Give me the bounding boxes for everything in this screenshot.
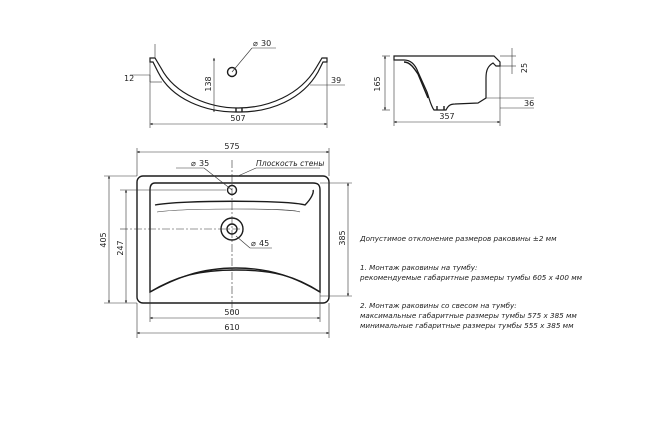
- dim-12: 12: [124, 74, 134, 83]
- front-section-view: 507 138 ⌀ 30 12 39: [124, 39, 345, 128]
- dim-35: 35: [199, 159, 209, 168]
- dim-610: 610: [224, 323, 239, 332]
- note-1-line1: рекомендуемые габаритные размеры тумбы 6…: [359, 273, 583, 282]
- note-2-line1: максимальные габаритные размеры тумбы 57…: [360, 311, 577, 320]
- dim-35-symbol: ⌀: [191, 159, 196, 168]
- plan-view: 575 ⌀ 35 Плоскость стены ⌀ 45 405 247 38…: [99, 142, 352, 338]
- dim-405: 405: [99, 232, 108, 247]
- plan-outer-rim: [136, 175, 330, 304]
- dim-45-symbol: ⌀: [251, 239, 256, 248]
- dim-500: 500: [224, 308, 239, 317]
- dim-165: 165: [373, 76, 382, 91]
- side-basin-outline: [393, 55, 501, 111]
- note-2-line2: минимальные габаритные размеры тумбы 555…: [360, 321, 574, 330]
- dim-357: 357: [439, 112, 454, 121]
- note-tolerance: Допустимое отклонение размеров раковины …: [359, 234, 557, 243]
- dim-25: 25: [520, 63, 529, 73]
- dim-507: 507: [230, 114, 245, 123]
- dim-138: 138: [204, 76, 213, 91]
- faucet-hole-front: [226, 66, 238, 78]
- note-1-title: 1. Монтаж раковины на тумбу:: [360, 263, 477, 272]
- front-basin-outline: [149, 57, 328, 113]
- notes-block: Допустимое отклонение размеров раковины …: [359, 234, 583, 330]
- front-drain: [235, 108, 243, 112]
- dim-30-symbol: ⌀: [253, 39, 258, 48]
- side-section-view: 165 25 36 357: [373, 48, 534, 126]
- note-2-title: 2. Монтаж раковины со свесом на тумбу:: [360, 301, 517, 310]
- plan-inner-basin: [149, 182, 321, 294]
- dim-575: 575: [224, 142, 239, 151]
- dim-36: 36: [524, 99, 534, 108]
- dim-30: 30: [261, 39, 271, 48]
- wall-plane-label: Плоскость стены: [256, 159, 324, 168]
- dim-385: 385: [338, 230, 347, 245]
- dim-39: 39: [331, 76, 341, 85]
- dim-247: 247: [116, 240, 125, 255]
- dim-45: 45: [259, 239, 269, 248]
